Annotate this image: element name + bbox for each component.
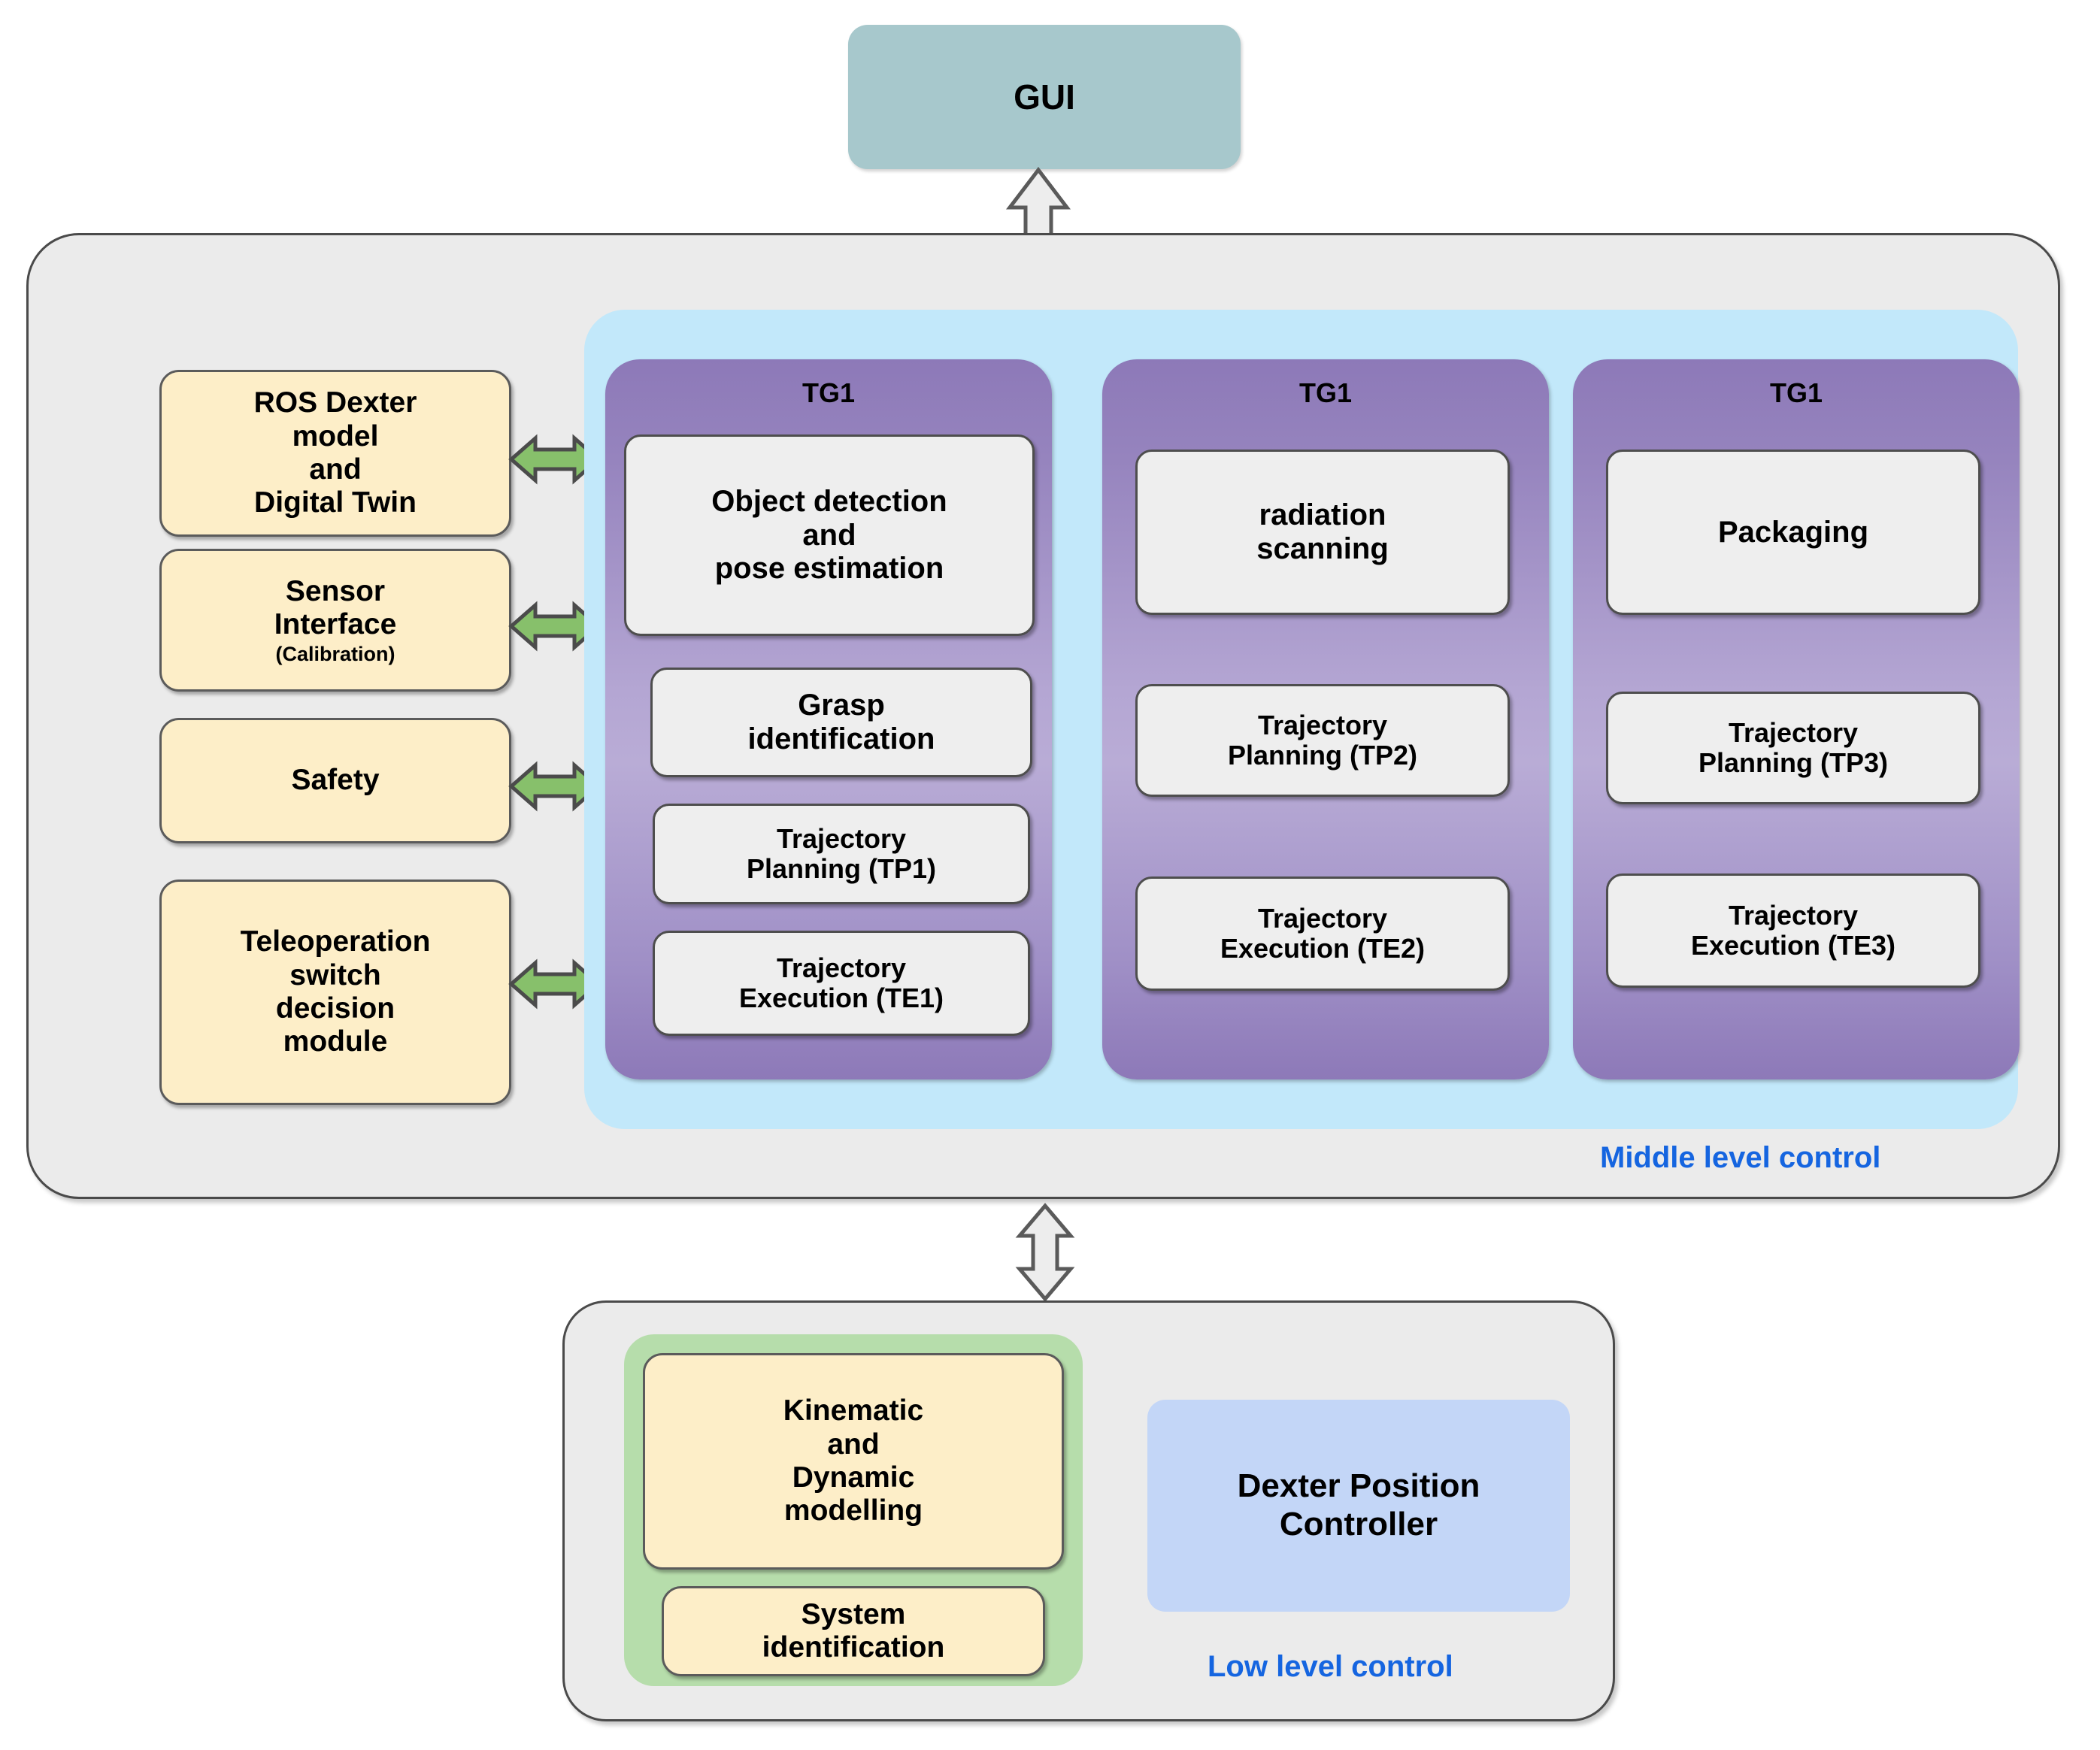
module-ros-dexter-model[interactable]: ROS Dexter model and Digital Twin: [159, 370, 511, 537]
dexter-position-controller[interactable]: Dexter Position Controller: [1147, 1400, 1570, 1612]
controller-label: Dexter Position Controller: [1237, 1467, 1480, 1543]
middle-level-caption: Middle level control: [1600, 1141, 1881, 1174]
tg2-step-trajectory-planning[interactable]: Trajectory Planning (TP2): [1135, 684, 1510, 797]
tg1-step-trajectory-execution[interactable]: Trajectory Execution (TE1): [653, 931, 1030, 1036]
tg1-step-object-detection[interactable]: Object detection and pose estimation: [624, 434, 1035, 636]
task-group-1-title: TG1: [802, 377, 855, 408]
step-label: Trajectory Execution (TE3): [1690, 899, 1896, 961]
tg3-step-trajectory-execution[interactable]: Trajectory Execution (TE3): [1606, 873, 1980, 988]
tg1-step-grasp-identification[interactable]: Grasp identification: [650, 668, 1032, 777]
gui-label: GUI: [1014, 77, 1075, 117]
tg2-step-trajectory-execution[interactable]: Trajectory Execution (TE2): [1135, 877, 1510, 991]
module-sensor-interface[interactable]: Sensor Interface (Calibration): [159, 549, 511, 692]
module-title: Teleoperation switch decision module: [240, 925, 431, 1058]
task-group-2-title: TG1: [1298, 377, 1352, 408]
step-label: Trajectory Planning (TP3): [1698, 716, 1888, 778]
tg3-step-trajectory-planning[interactable]: Trajectory Planning (TP3): [1606, 692, 1980, 804]
tg3-step-packaging[interactable]: Packaging: [1606, 450, 1980, 615]
middle-to-low-arrow: [1014, 1203, 1077, 1302]
module-title: Kinematic and Dynamic modelling: [783, 1394, 924, 1527]
step-label: Packaging: [1717, 515, 1869, 549]
step-label: Trajectory Planning (TP2): [1228, 709, 1417, 771]
module-title: ROS Dexter model and Digital Twin: [253, 386, 417, 519]
tg2-step-radiation-scanning[interactable]: radiation scanning: [1135, 450, 1510, 615]
module-title: Safety: [291, 764, 380, 797]
task-group-3-title: TG1: [1769, 377, 1823, 408]
tg1-step-trajectory-planning[interactable]: Trajectory Planning (TP1): [653, 804, 1030, 904]
gui-box[interactable]: GUI: [848, 25, 1241, 169]
step-label: Grasp identification: [747, 689, 935, 755]
module-teleoperation-switch[interactable]: Teleoperation switch decision module: [159, 880, 511, 1105]
low-level-caption: Low level control: [1208, 1650, 1453, 1683]
step-label: Trajectory Execution (TE1): [738, 952, 944, 1013]
step-label: Trajectory Planning (TP1): [747, 822, 936, 884]
step-label: Object detection and pose estimation: [711, 484, 947, 586]
step-label: Trajectory Execution (TE2): [1220, 902, 1426, 964]
module-kinematic-dynamic-modelling[interactable]: Kinematic and Dynamic modelling: [643, 1353, 1064, 1570]
module-system-identification[interactable]: System identification: [662, 1586, 1045, 1676]
module-subtitle: (Calibration): [275, 642, 395, 665]
module-title: Sensor Interface: [274, 574, 397, 641]
module-safety[interactable]: Safety: [159, 718, 511, 843]
step-label: radiation scanning: [1256, 498, 1389, 565]
module-title: System identification: [762, 1597, 945, 1664]
